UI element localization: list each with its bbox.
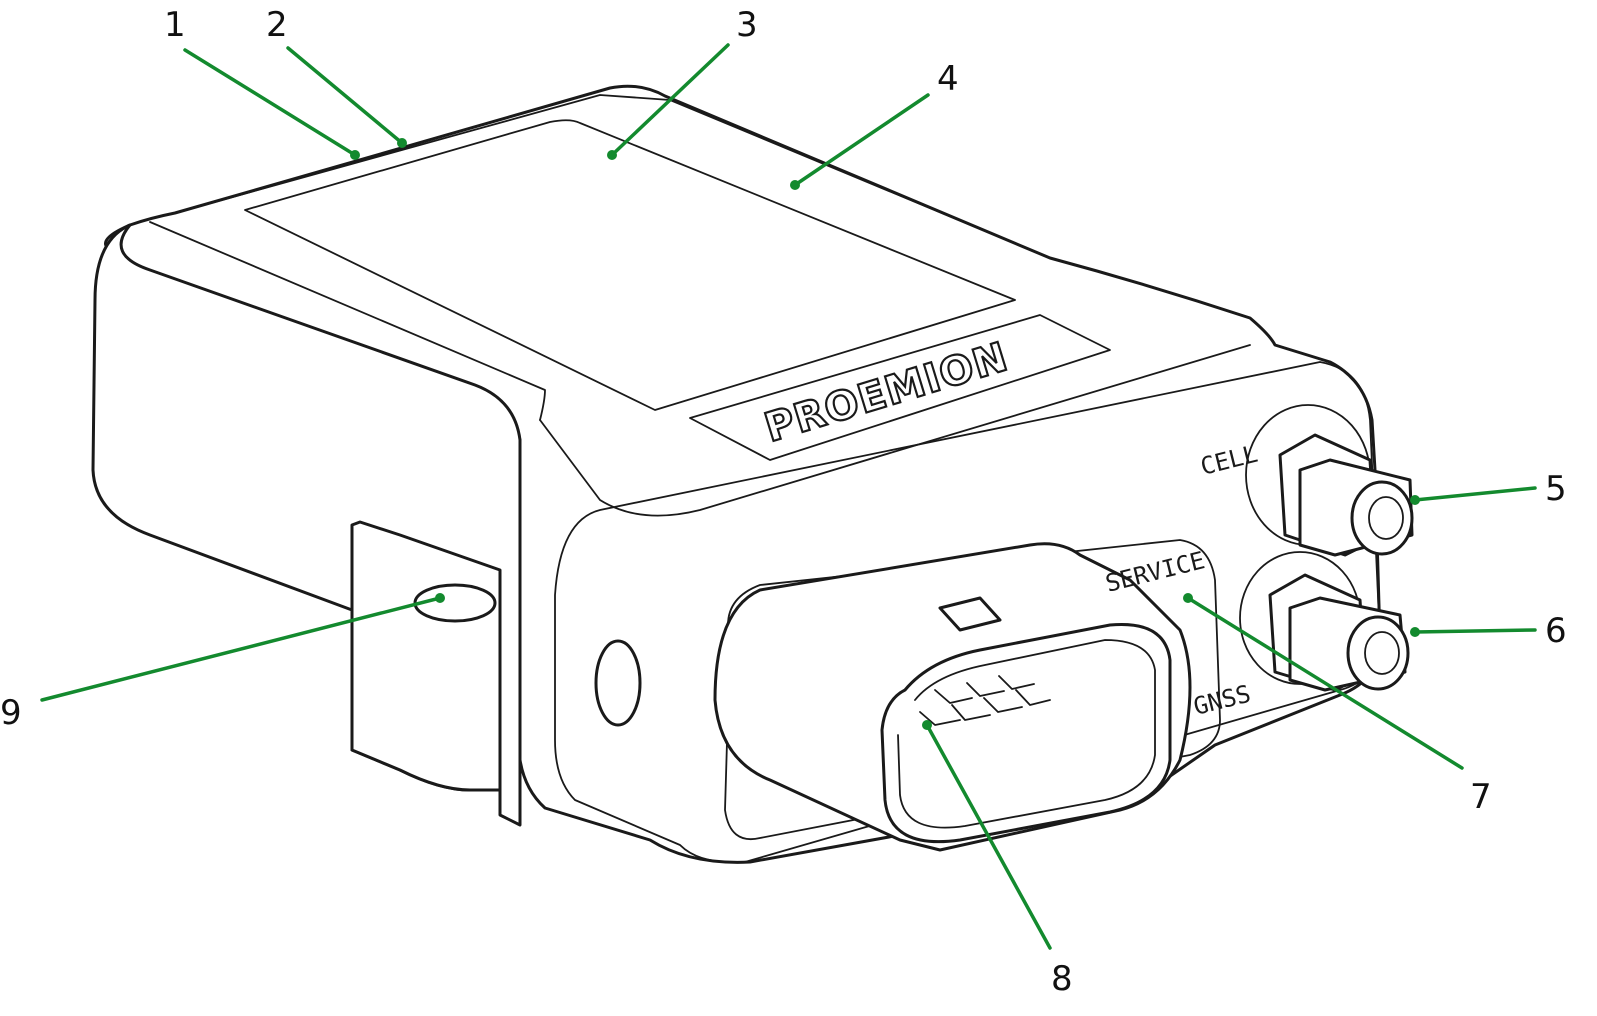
leader-dot-8 (922, 720, 932, 730)
callout-1: 1 (164, 5, 186, 45)
connector-surround (724, 539, 1221, 840)
callout-6: 6 (1545, 611, 1567, 651)
connector-pins (919, 675, 1051, 726)
leader-7 (1186, 596, 1464, 770)
callout-3: 3 (736, 5, 758, 45)
main-connector (713, 542, 1192, 852)
leader-dot-2 (397, 138, 407, 148)
callout-numbers: 1 2 3 4 5 6 7 8 9 (0, 5, 1567, 999)
brand-plate (689, 314, 1111, 461)
callout-2: 2 (266, 5, 288, 45)
side-slot (594, 639, 642, 727)
callout-7: 7 (1470, 777, 1492, 817)
connector-latch (938, 596, 1002, 632)
leader-dot-5 (1410, 495, 1420, 505)
callout-9: 9 (0, 693, 22, 733)
leader-2 (286, 46, 404, 145)
leader-dot-7 (1183, 593, 1193, 603)
top-label-area (244, 119, 1016, 411)
callout-4: 4 (937, 59, 959, 99)
leader-dot-4 (790, 180, 800, 190)
callout-5: 5 (1545, 469, 1567, 509)
leader-1 (183, 48, 357, 157)
leader-3 (610, 43, 730, 157)
gnss-antenna-connector (1239, 551, 1410, 692)
leader-5 (1413, 486, 1537, 502)
mounting-ear (350, 520, 502, 792)
leader-dot-1 (350, 150, 360, 160)
cell-antenna-connector (1245, 404, 1414, 557)
cell-port (1350, 480, 1414, 556)
connector-opening (880, 622, 1172, 844)
callout-8: 8 (1051, 959, 1073, 999)
callout-leaders (40, 43, 1537, 950)
leader-dot-3 (607, 150, 617, 160)
leader-9 (40, 596, 442, 702)
leader-6 (1413, 628, 1537, 634)
leader-dot-9 (435, 593, 445, 603)
leader-8 (925, 723, 1052, 950)
leader-4 (793, 93, 930, 187)
leader-dot-6 (1410, 627, 1420, 637)
gnss-port (1346, 615, 1410, 691)
